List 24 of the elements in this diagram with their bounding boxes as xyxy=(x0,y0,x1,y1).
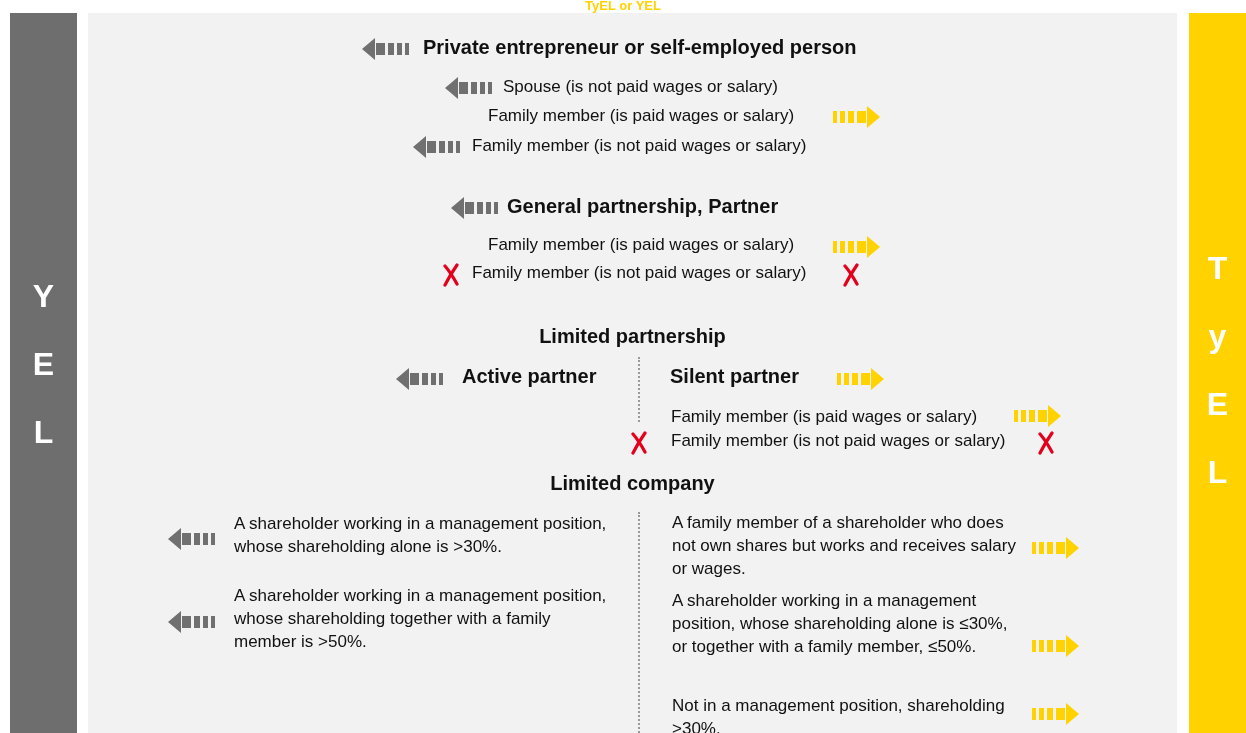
item-text: Family member (is paid wages or salary) xyxy=(488,234,795,256)
item-text: Spouse (is not paid wages or salary) xyxy=(503,76,778,98)
section-heading: Private entrepreneur or self-employed person xyxy=(423,36,857,59)
section-panel xyxy=(88,13,1177,173)
bar-label: YEL xyxy=(31,277,56,452)
section-panel xyxy=(88,466,1177,733)
bar-label: TyEL xyxy=(1205,249,1230,492)
item-text: A family member of a shareholder who does not own shares but works and receives salary or wages. xyxy=(672,512,1017,580)
item-text: Family member (is not paid wages or salary) xyxy=(472,135,807,157)
scheme-bar xyxy=(10,13,77,733)
title: TyEL or YEL xyxy=(585,0,661,13)
scheme-bar xyxy=(1189,13,1246,733)
item-text: Family member (is not paid wages or salary) xyxy=(472,262,807,284)
item-text: A shareholder working in a management position, whose shareholding together with a family member is >50%. xyxy=(234,585,608,653)
item-text: Active partner xyxy=(462,365,597,388)
item-text: Silent partner xyxy=(670,365,799,388)
section-heading: Limited partnership xyxy=(538,325,727,348)
section-heading: Limited company xyxy=(549,472,716,495)
item-text: Family member (is paid wages or salary) xyxy=(671,406,978,428)
item-text: Family member (is not paid wages or salary) xyxy=(671,430,1006,452)
item-text: Family member (is paid wages or salary) xyxy=(488,105,795,127)
item-text: A shareholder working in a management position, whose shareholding alone is ≤30%, or together with a family member, ≤50%. xyxy=(672,590,1009,658)
section-heading: General partnership, Partner xyxy=(507,195,779,218)
item-text: A shareholder working in a management position, whose shareholding alone is >30%. xyxy=(234,513,608,558)
